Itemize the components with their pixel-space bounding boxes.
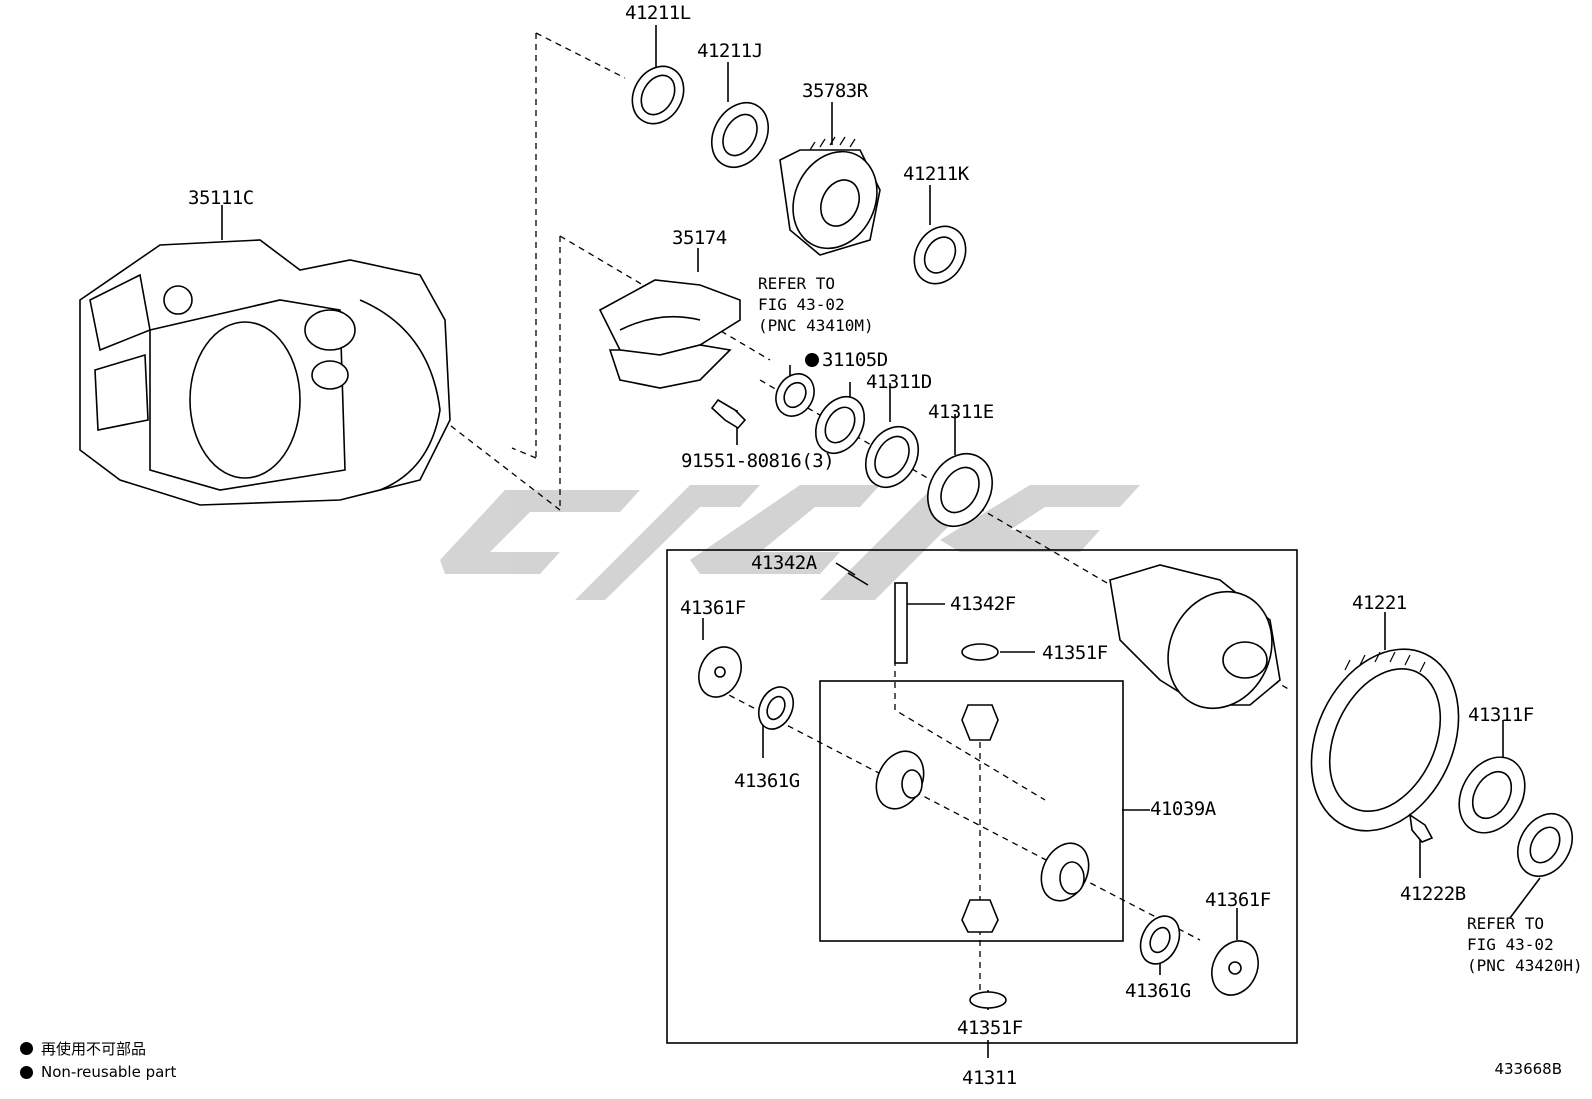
pin-41342A-icon [847, 572, 869, 586]
non-reusable-marker-icon [805, 353, 819, 367]
part-label-35174[interactable]: 35174 [672, 227, 727, 249]
refer-note-lower[interactable]: REFER TO FIG 43-02 (PNC 43420H) [1467, 914, 1583, 975]
illustration-number: 433668B [1494, 1060, 1562, 1078]
bearing-41311F-icon [1458, 756, 1526, 834]
oil-seal-41211L-icon [631, 65, 685, 125]
gear-35783R-icon [779, 136, 881, 256]
shim-41311D-icon [864, 426, 920, 488]
differential-case-icon [1109, 564, 1281, 710]
part-label-41211J[interactable]: 41211J [697, 40, 763, 62]
washer-41351F-b-icon [969, 991, 1007, 1009]
part-label-41221[interactable]: 41221 [1352, 592, 1407, 614]
oil-receiver-35174-icon [598, 279, 741, 389]
legend-dot-icon [20, 1065, 33, 1079]
washer-41351F-a-icon [961, 643, 999, 661]
part-label-41311F[interactable]: 41311F [1468, 704, 1534, 726]
bearing-41211J-icon [710, 102, 770, 168]
shaft-41342F-icon [894, 582, 908, 664]
part-label-41311[interactable]: 41311 [962, 1067, 1017, 1089]
seal-43420H-icon [1516, 813, 1574, 877]
bearing-41211K-icon [913, 225, 967, 285]
watermark-logo [440, 485, 1140, 600]
legend-jp-text: 再使用不可部品 [41, 1040, 147, 1058]
part-label-41342A[interactable]: 41342A [751, 552, 817, 574]
part-label-41351F-upper[interactable]: 41351F [1042, 642, 1108, 664]
part-label-41342F[interactable]: 41342F [950, 593, 1016, 615]
transaxle-case-icon [79, 239, 451, 506]
part-label-41361G-right[interactable]: 41361G [1125, 980, 1191, 1002]
part-label-41361F-upper[interactable]: 41361F [680, 597, 746, 619]
washer-41361F-a-icon [698, 646, 742, 698]
pinion-bottom-icon [961, 899, 999, 933]
part-label-31105D[interactable]: 31105D [822, 349, 888, 371]
part-label-35111C[interactable]: 35111C [188, 187, 254, 209]
side-gear-left-icon [875, 750, 925, 810]
washer-41361G-a-icon [757, 686, 795, 730]
ring-gear-41221-icon [1310, 648, 1460, 832]
pinion-top-icon [961, 704, 999, 741]
legend-en-text: Non-reusable part [41, 1063, 177, 1081]
side-gear-right-icon [1040, 842, 1090, 902]
bolt-91551-icon [710, 398, 747, 430]
legend-jp: 再使用不可部品 [20, 1038, 146, 1059]
part-label-35783R[interactable]: 35783R [802, 80, 868, 102]
bearing-41311E-icon [927, 453, 993, 527]
legend-dot-icon [20, 1042, 33, 1055]
washer-41361F-b-icon [1211, 940, 1259, 996]
collar-31105D-icon [775, 373, 815, 417]
part-label-41211K[interactable]: 41211K [903, 163, 969, 185]
part-label-91551-80816[interactable]: 91551-80816(3) [681, 450, 835, 472]
part-label-41361F-lower[interactable]: 41361F [1205, 889, 1271, 911]
part-label-41361G-left[interactable]: 41361G [734, 770, 800, 792]
part-label-41222B[interactable]: 41222B [1400, 883, 1466, 905]
part-label-41039A[interactable]: 41039A [1150, 798, 1216, 820]
legend-en: Non-reusable part [20, 1063, 176, 1081]
part-label-41211L[interactable]: 41211L [625, 2, 691, 24]
kit-box-41039A [819, 680, 1124, 942]
part-label-41351F-lower[interactable]: 41351F [957, 1017, 1023, 1039]
part-label-41311E[interactable]: 41311E [928, 401, 994, 423]
seal-41311D-icon [814, 395, 866, 455]
refer-note-upper[interactable]: REFER TO FIG 43-02 (PNC 43410M) [758, 274, 874, 335]
part-label-41311D[interactable]: 41311D [866, 371, 932, 393]
bolt-41222B-icon [1408, 813, 1434, 843]
assembly-box-41311 [666, 549, 1298, 1044]
washer-41361G-b-icon [1139, 915, 1181, 965]
